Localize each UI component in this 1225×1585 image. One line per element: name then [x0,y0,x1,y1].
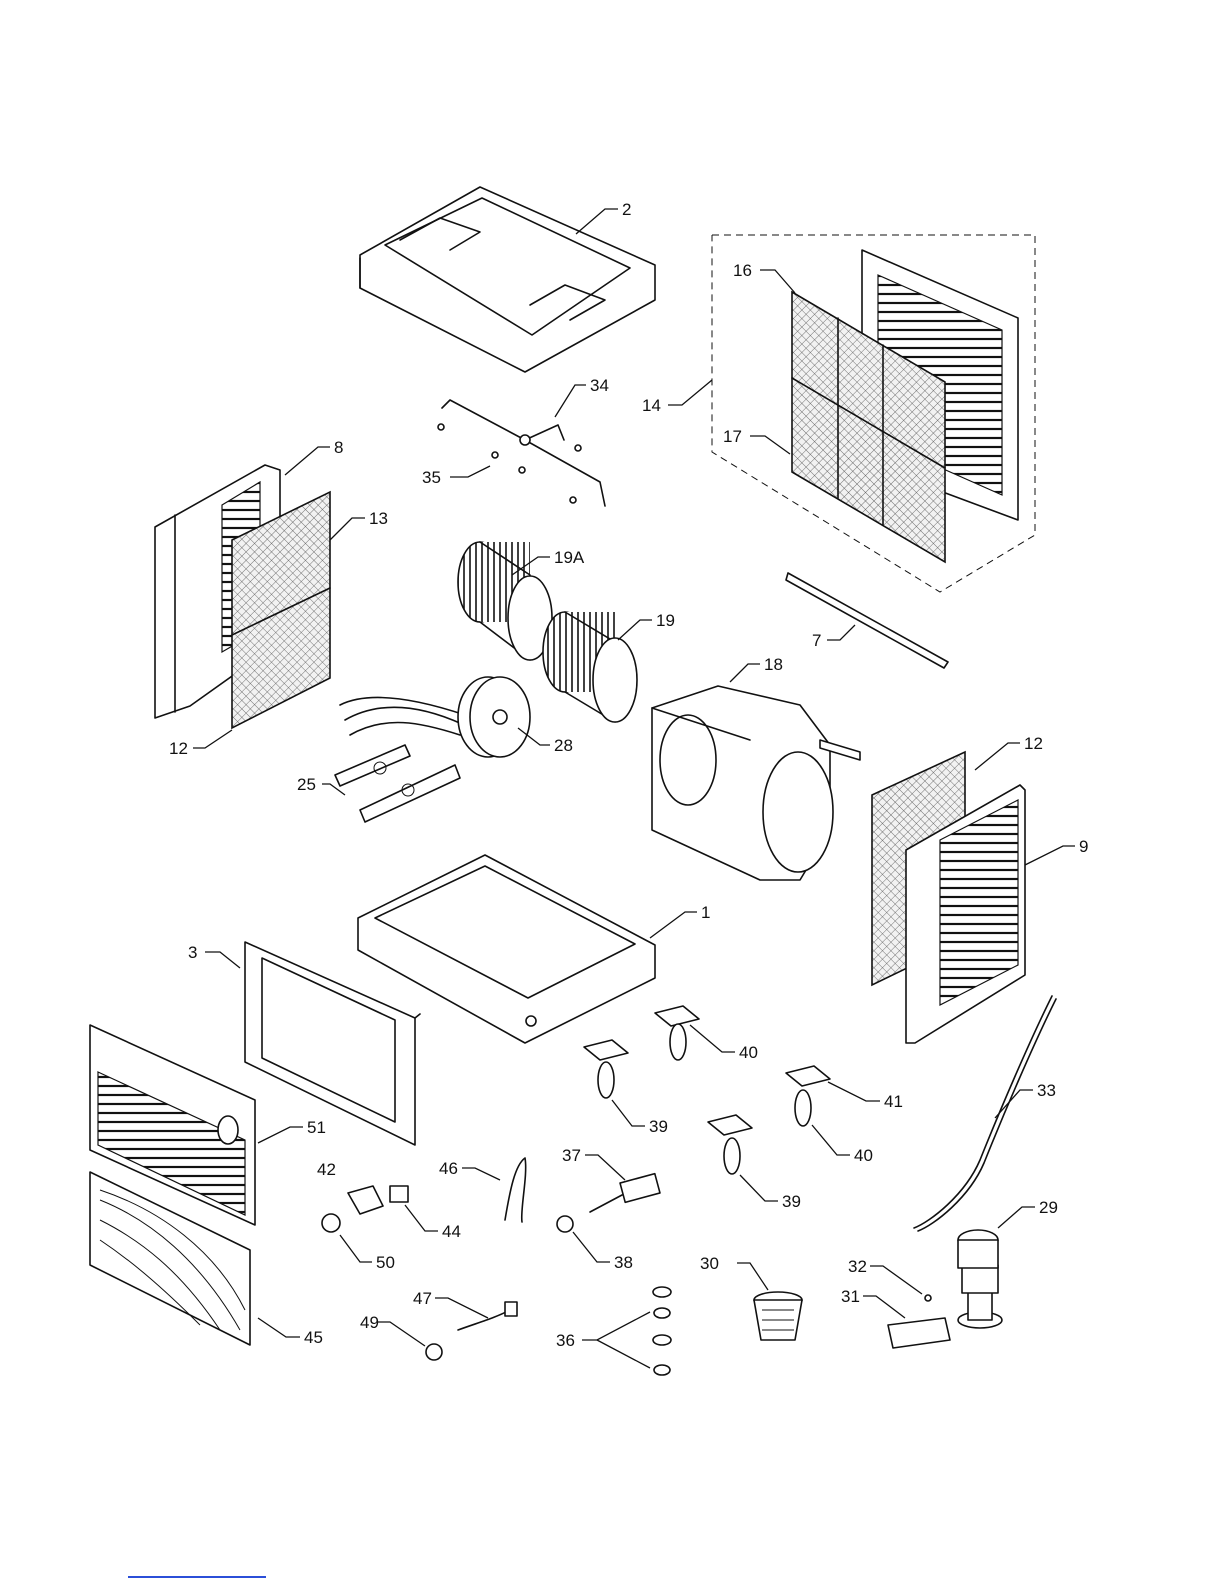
callout-33: 33 [1037,1081,1056,1100]
water-pump [958,1230,1002,1328]
callout-51: 51 [307,1118,326,1137]
knob-50 [322,1214,340,1232]
control-box [348,1186,408,1214]
callout-7: 7 [812,631,821,650]
callout-2: 2 [622,200,631,219]
callout-17: 17 [723,427,742,446]
callout-18: 18 [764,655,783,674]
knob-49 [426,1344,442,1360]
blower-housing [652,686,860,880]
callout-44: 42 [317,1160,336,1179]
blower-wheel-19a [458,542,552,660]
pump-filter-basket [754,1292,802,1340]
motor [340,677,530,757]
casters [584,1006,830,1174]
callout-42: 45 [304,1328,323,1347]
drain-fittings [653,1287,671,1375]
callout-32: 32 [848,1257,867,1276]
callout-1: 1 [701,903,710,922]
callout-36: 36 [556,1331,575,1350]
grommet [557,1216,573,1232]
callout-16: 16 [733,261,752,280]
power-cord [505,1158,526,1222]
top-cover [360,187,655,372]
callout-13: 13 [369,509,388,528]
screws [438,424,581,503]
callout-12-right: 12 [1024,734,1043,753]
callout-19: 19 [656,611,675,630]
callout-8: 8 [334,438,343,457]
support-rail [786,573,948,668]
front-frame [245,942,420,1145]
callout-30: 30 [700,1254,719,1273]
callout-19a: 19A [554,548,585,567]
blower-wheel-19 [543,612,637,722]
motor-brackets [335,745,460,822]
callout-29: 29 [1039,1198,1058,1217]
callout-46: 47 [413,1289,432,1308]
callout-39-a: 39 [649,1117,668,1136]
callout-3: 3 [188,943,197,962]
callout-31: 31 [841,1287,860,1306]
callout-50: 50 [376,1253,395,1272]
callout-38: 38 [614,1253,633,1272]
callout-45: 44 [442,1222,461,1241]
callout-41: 41 [884,1092,903,1111]
callout-28: 28 [554,736,573,755]
callout-35: 35 [422,468,441,487]
spray-tube [442,400,605,506]
callout-9: 9 [1079,837,1088,856]
callout-14: 14 [642,396,661,415]
callout-12-left: 12 [169,739,188,758]
footer-link-underline[interactable] [128,1576,266,1578]
callout-39-b: 39 [782,1192,801,1211]
callout-37: 37 [562,1146,581,1165]
rear-panel-assembly [712,235,1035,592]
wire-harness [458,1302,517,1330]
callout-25: 25 [297,775,316,794]
callout-49: 49 [360,1313,379,1332]
callout-40-b: 40 [854,1146,873,1165]
pump-bracket [888,1295,950,1348]
callout-40-a: 40 [739,1043,758,1062]
callout-47: 46 [439,1159,458,1178]
callout-34: 34 [590,376,609,395]
